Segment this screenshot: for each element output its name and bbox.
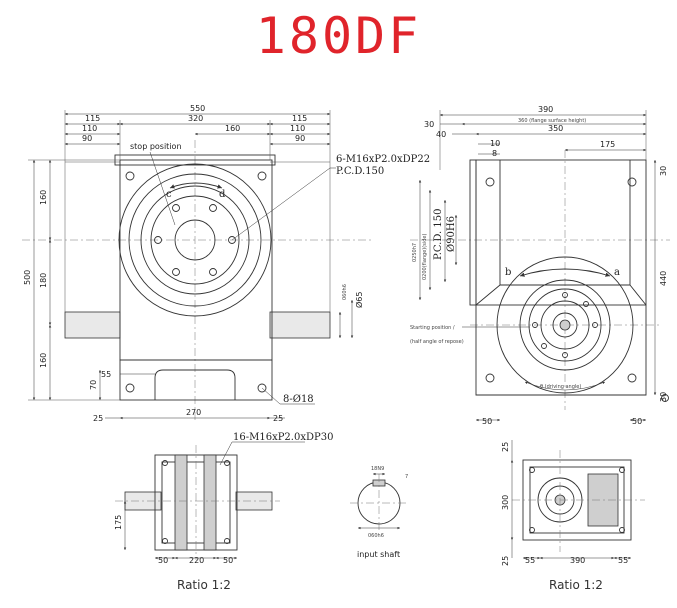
side-bolt	[485, 373, 495, 383]
br-ratio: Ratio 1:2	[549, 578, 603, 592]
rot-label-b: b	[505, 267, 511, 278]
dim-110-right: 110	[290, 124, 305, 133]
model-title: 180DF	[255, 7, 422, 65]
side-drive-hub	[559, 319, 571, 331]
corner-bolt	[257, 171, 267, 181]
bl-body	[154, 454, 238, 551]
bl-tap-spec: 16-M16xP2.0xDP30	[233, 432, 333, 443]
dim-160-lower: 160	[39, 353, 48, 368]
dim-8-side: 8	[492, 149, 497, 158]
br-dim-55-right: 55	[618, 556, 628, 565]
dim-50-side-left: 50	[482, 417, 492, 426]
bl-ratio: Ratio 1:2	[177, 578, 231, 592]
dial-outer	[118, 163, 272, 317]
dim-160-upper: 160	[39, 190, 48, 205]
side-bolt	[627, 177, 637, 187]
dim-10-side: 10	[490, 139, 500, 148]
rot-label-c: c	[166, 189, 172, 200]
side-view: b a θ (driving angle) Starting position …	[410, 105, 670, 426]
br-dim-55-left: 55	[525, 556, 535, 565]
drive-angle-label: θ (driving angle)	[540, 384, 581, 390]
dim-115-right: 115	[292, 114, 307, 123]
bl-dim-220: 220	[189, 556, 204, 565]
stop-position-label: stop position	[130, 142, 182, 151]
dim-500: 500	[23, 270, 32, 285]
corner-bolt	[125, 383, 135, 393]
dim-70: 70	[89, 380, 98, 390]
shaft-depth-label: 7	[405, 474, 408, 480]
dim-200-note: 0200(flange)(side)	[422, 234, 428, 280]
dim-250: 0250h7	[412, 243, 418, 262]
dim-50-side-right: 50	[632, 417, 642, 426]
dim-110-left: 110	[82, 124, 97, 133]
dim-90-left: 90	[82, 134, 92, 143]
side-bore: Ø90H6	[446, 216, 457, 252]
mount-holes-label: 8-Ø18	[283, 394, 314, 405]
dim-360-note: 360 (flange surface height)	[518, 118, 586, 124]
shaft-dia-label: 060h6	[368, 533, 384, 539]
dim-270: 270	[186, 408, 201, 417]
dim-440: 440	[659, 271, 668, 286]
corner-bolt	[125, 171, 135, 181]
tap-spec-label: 6-M16xP2.0xDP22	[336, 154, 430, 165]
front-view: c d stop position 550 320 115 115 110 11…	[22, 104, 430, 423]
left-shaft	[64, 311, 121, 339]
br-dim-25-top: 25	[501, 442, 510, 452]
rot-label-a: a	[614, 267, 620, 278]
corner-bolt	[257, 383, 267, 393]
dim-30-bottom-right: 30	[659, 392, 668, 402]
br-dim-25-bottom: 25	[501, 556, 510, 566]
dim-160-inner: 160	[225, 124, 240, 133]
start-pos-label: Starting position /	[410, 325, 455, 331]
bottom-left-view: 16-M16xP2.0xDP30 175 50 220 50 Ratio 1:2	[114, 432, 333, 592]
dim-25-right: 25	[273, 414, 283, 423]
dim-550: 550	[190, 104, 205, 113]
dim-180: 180	[39, 273, 48, 288]
side-pcd: P.C.D. 150	[433, 209, 444, 260]
center-bore	[174, 219, 216, 261]
dim-175-side: 175	[600, 140, 615, 149]
tap-holes	[154, 204, 236, 276]
rot-label-d: d	[219, 189, 226, 200]
half-angle-label: (half angle of repose)	[410, 339, 464, 345]
side-bolt	[485, 177, 495, 187]
dim-90-right: 90	[295, 134, 305, 143]
shaft-dia: Ø65	[354, 292, 364, 308]
side-body-upper	[475, 159, 647, 306]
bl-dim-175: 175	[114, 515, 123, 530]
input-shaft-label: input shaft	[357, 550, 400, 559]
bottom-right-view: 25 300 25 55 390 55 Ratio 1:2	[501, 440, 645, 592]
rotation-arrow-ab	[519, 268, 611, 277]
dim-55: 55	[101, 370, 111, 379]
br-dim-390: 390	[570, 556, 585, 565]
side-bolt	[627, 373, 637, 383]
bl-dim-50-left: 50	[158, 556, 168, 565]
front-base	[119, 359, 273, 401]
input-shaft-view: 18N9 7 060h6 input shaft	[350, 466, 408, 559]
side-drive-outer	[496, 256, 634, 394]
dim-30-side: 30	[424, 120, 434, 129]
bl-dim-50-right: 50	[223, 556, 233, 565]
shaft-fit: 060h6	[342, 284, 348, 300]
dim-350-side: 350	[548, 124, 563, 133]
dim-25-left: 25	[93, 414, 103, 423]
rotation-arrow-cd	[169, 182, 223, 189]
shaft-key-label: 18N9	[371, 466, 384, 472]
br-dim-300: 300	[501, 495, 510, 510]
dim-40-side: 40	[436, 130, 446, 139]
pcd-label: P.C.D.150	[336, 166, 384, 177]
dim-320: 320	[188, 114, 203, 123]
dim-115-left: 115	[85, 114, 100, 123]
dim-390-side: 390	[538, 105, 553, 114]
right-shaft	[269, 311, 331, 339]
dim-30-top-right: 30	[659, 166, 668, 176]
